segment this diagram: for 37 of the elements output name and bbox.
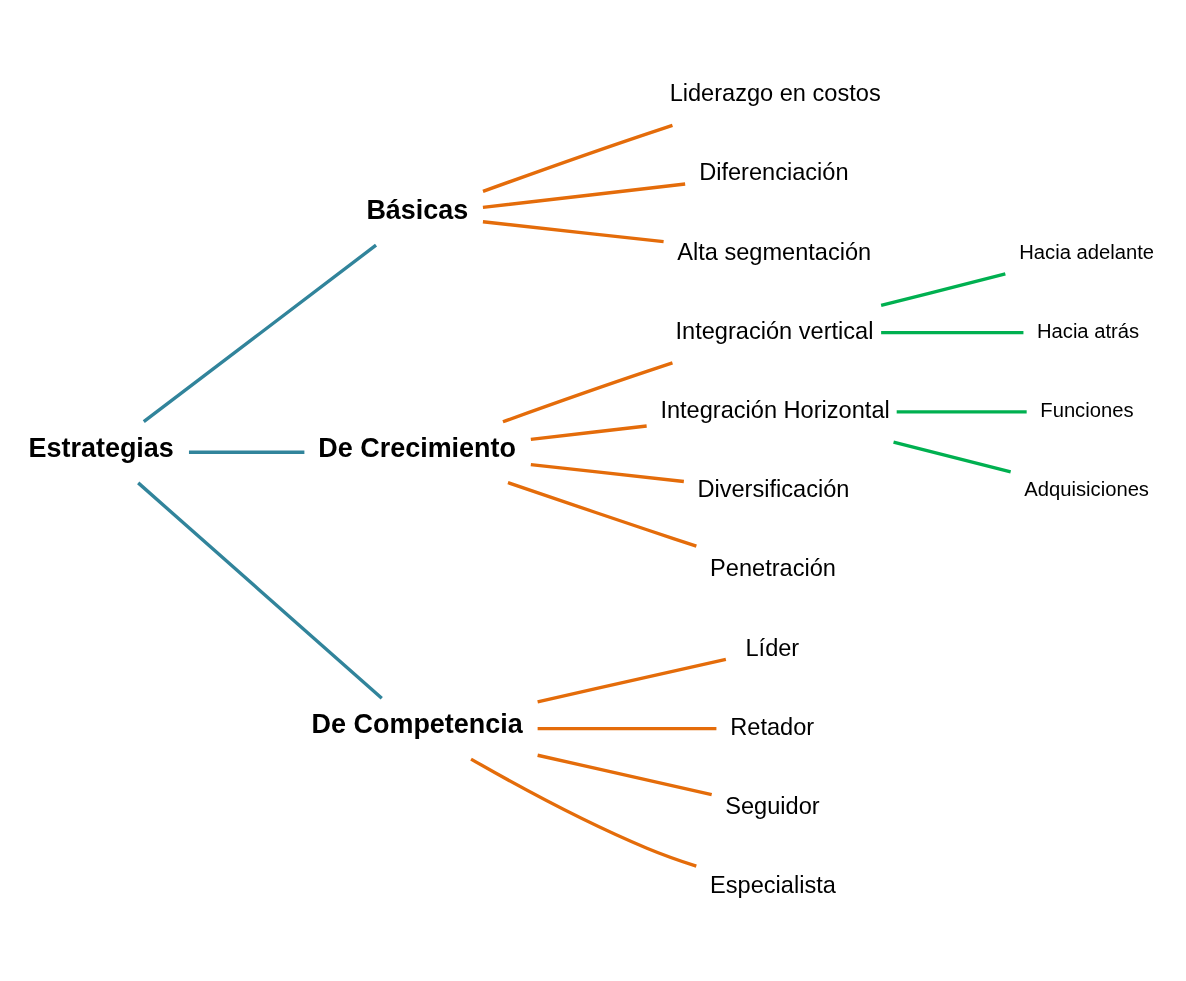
- node-text: Alta segmentación: [677, 238, 872, 265]
- connector: [893, 440, 1012, 473]
- connector: [482, 123, 673, 193]
- connector: [530, 462, 685, 483]
- node-text: Básicas: [366, 194, 469, 225]
- connector: [482, 219, 664, 243]
- node-text: Penetración: [710, 554, 836, 581]
- node-text: De Crecimiento: [318, 432, 516, 463]
- connector: [137, 481, 383, 699]
- connector: [530, 423, 647, 441]
- node-text: Liderazgo en costos: [669, 79, 881, 106]
- connector: [537, 657, 727, 703]
- node-text: Integración vertical: [675, 317, 874, 344]
- node-text: Hacia atrás: [1036, 319, 1140, 342]
- node-text: Retador: [730, 713, 815, 740]
- node-text: Adquisiciones: [1024, 477, 1149, 500]
- node-text: Especialista: [710, 871, 836, 898]
- connector: [537, 726, 717, 730]
- connector: [482, 181, 686, 209]
- node-text: Hacia adelante: [1019, 240, 1155, 263]
- connector: [188, 450, 305, 454]
- connector: [896, 409, 1027, 413]
- node-text: Integración Horizontal: [660, 396, 890, 423]
- node-text: Estrategias: [28, 432, 174, 463]
- node-text: Diferenciación: [699, 158, 849, 185]
- node-text: Diversificación: [697, 475, 850, 502]
- connector: [502, 360, 673, 423]
- node-text: De Competencia: [311, 708, 523, 739]
- node-text: Seguidor: [725, 792, 820, 819]
- connector: [881, 330, 1024, 334]
- connector: [880, 271, 1006, 307]
- connector: [470, 757, 697, 868]
- node-text: Funciones: [1040, 398, 1134, 421]
- connector: [537, 753, 713, 796]
- connector: [142, 243, 378, 423]
- node-text: Líder: [745, 634, 800, 661]
- connector: [507, 480, 697, 548]
